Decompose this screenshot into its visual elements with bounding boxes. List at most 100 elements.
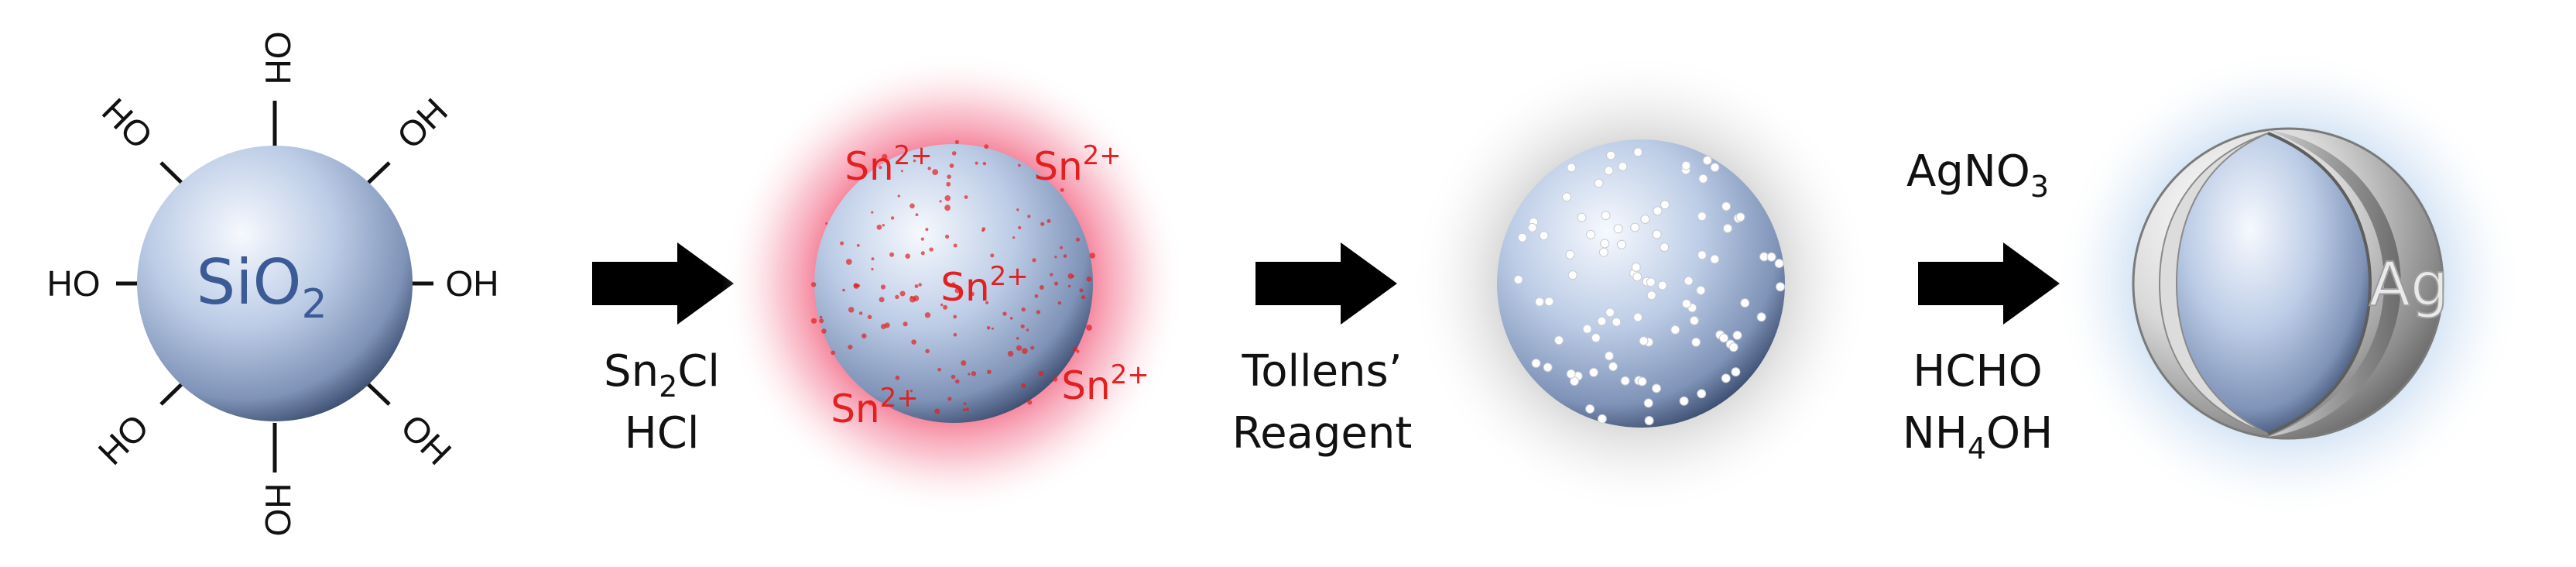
tin-ion-dot (1079, 288, 1084, 293)
silver-seed-dot (1544, 297, 1554, 307)
tin-ion-dot (1071, 274, 1074, 278)
silver-seed-dot (1756, 312, 1766, 322)
tin-ion-dot (909, 390, 913, 393)
tin-ion-dot (1020, 324, 1025, 328)
step-1-arrow-group: Sn2Cl HCl (592, 242, 734, 459)
tin-ion-dot (944, 204, 951, 211)
tin-ion-dot (1016, 208, 1019, 211)
step-2-arrow-group: Tollens’ Reagent (1232, 242, 1413, 459)
tin-ion-dot (1054, 256, 1057, 259)
tin-ion-dot (868, 400, 874, 406)
tin-ion-dot (975, 161, 978, 165)
silver-seed-dot (1710, 163, 1720, 173)
tin-ion-dot (991, 327, 994, 330)
silver-shell-label: Ag (2369, 250, 2449, 320)
oh-top-right: OH (389, 91, 456, 157)
silver-seed-dot (1620, 376, 1630, 386)
silver-seed-dot (1689, 315, 1699, 325)
tin-ion-dot (821, 328, 827, 334)
oh-bottom: HO (258, 483, 298, 537)
tin-ion-dot (987, 369, 992, 374)
tin-ion-dot (920, 251, 925, 256)
tin-ion-label-4: Sn2+ (831, 383, 919, 431)
tin-ion-dot (920, 237, 924, 241)
shell-cut-edge (2267, 132, 2372, 435)
silver-seed-dot (1631, 262, 1641, 272)
tin-ion-dot (968, 373, 971, 376)
silver-seed-dot (1684, 276, 1694, 286)
silver-seed-dot (1577, 212, 1587, 222)
tin-ion-dot (1026, 328, 1029, 332)
stage-silver-seeded-sphere (1409, 51, 1873, 516)
tin-ion-dot (961, 360, 967, 366)
reagent-tollens: Tollens’ (1242, 346, 1403, 397)
seeded-core (1497, 139, 1785, 428)
tin-ion-dot (970, 291, 975, 297)
reagent-agno3: AgNO3 (1906, 146, 2049, 204)
silver-seed-dot (1630, 222, 1640, 232)
tin-ion-dot (945, 234, 950, 239)
tin-ion-dot (882, 153, 888, 160)
tin-ion-dot (1089, 253, 1096, 259)
silver-seed-dot (1646, 277, 1656, 287)
tin-ion-dot (858, 311, 863, 315)
tin-ion-dot (1040, 222, 1045, 226)
reagent-tollens-2: Reagent (1232, 408, 1413, 459)
tin-ion-dot (1002, 311, 1007, 316)
tin-ion-dot (951, 151, 957, 156)
silver-seed-dot (1698, 174, 1708, 184)
tin-ion-label-2: Sn2+ (1033, 140, 1122, 189)
silver-seed-dot (1719, 333, 1728, 343)
tin-ion-dot (871, 257, 875, 261)
silica-core-label: SiO2 (196, 246, 327, 328)
silver-seed-dot (1633, 147, 1643, 157)
tin-ion-dot (880, 324, 886, 329)
silver-seed-dot (1723, 223, 1732, 233)
tin-ion-dot (1086, 276, 1092, 282)
reagent-sn2cl: Sn2Cl (604, 346, 720, 404)
tin-ion-dot (1009, 317, 1013, 320)
silver-seed-dot (1697, 389, 1707, 399)
tin-ion-dot (1027, 400, 1033, 405)
tin-ion-label-5: Sn2+ (1061, 359, 1149, 408)
silver-seed-dot (1585, 404, 1595, 414)
tin-ion-dot (909, 203, 915, 209)
tin-ion-dot (947, 174, 951, 179)
tin-ion-dot (1036, 310, 1041, 314)
reaction-arrow-1 (592, 242, 734, 325)
silver-seed-dot (1679, 396, 1689, 406)
tin-ion-dot (890, 216, 895, 220)
tin-ion-dot (971, 371, 977, 376)
tin-ion-dot (862, 333, 867, 339)
silver-seed-dot (1702, 156, 1712, 166)
tin-ion-dot (1046, 218, 1051, 223)
tin-ion-dot (953, 314, 957, 319)
tin-ion-dot (1052, 376, 1058, 382)
silver-seed-dot (1766, 252, 1776, 262)
tin-ion-dot (842, 288, 845, 292)
tin-ion-dot (918, 283, 922, 287)
silver-seed-dot (1543, 363, 1553, 373)
tin-ion-dot (819, 318, 824, 324)
tin-ion-dot (889, 252, 895, 257)
tin-ion-dot (915, 213, 919, 217)
tin-ion-dot (903, 321, 908, 327)
silver-seed-dot (1697, 250, 1707, 260)
silver-seed-dot (1643, 398, 1653, 408)
tin-ion-dot (947, 397, 952, 401)
tin-ion-dot (1027, 215, 1031, 218)
tin-ion-dot (871, 267, 874, 271)
silver-seed-dot (1613, 224, 1623, 234)
tin-ion-dot (1076, 349, 1080, 353)
tin-ion-dot (965, 407, 969, 411)
tin-ion-dot (954, 287, 961, 294)
tin-ion-dot (900, 170, 903, 173)
tin-ion-dot (1032, 258, 1036, 263)
silver-seed-dot (1617, 239, 1626, 249)
tin-ion-dot (895, 375, 900, 380)
silver-seed-dot (1721, 373, 1731, 383)
tin-ion-dot (937, 368, 941, 372)
tin-ion-dot (1063, 254, 1067, 258)
tin-ion-dot (1081, 295, 1086, 300)
